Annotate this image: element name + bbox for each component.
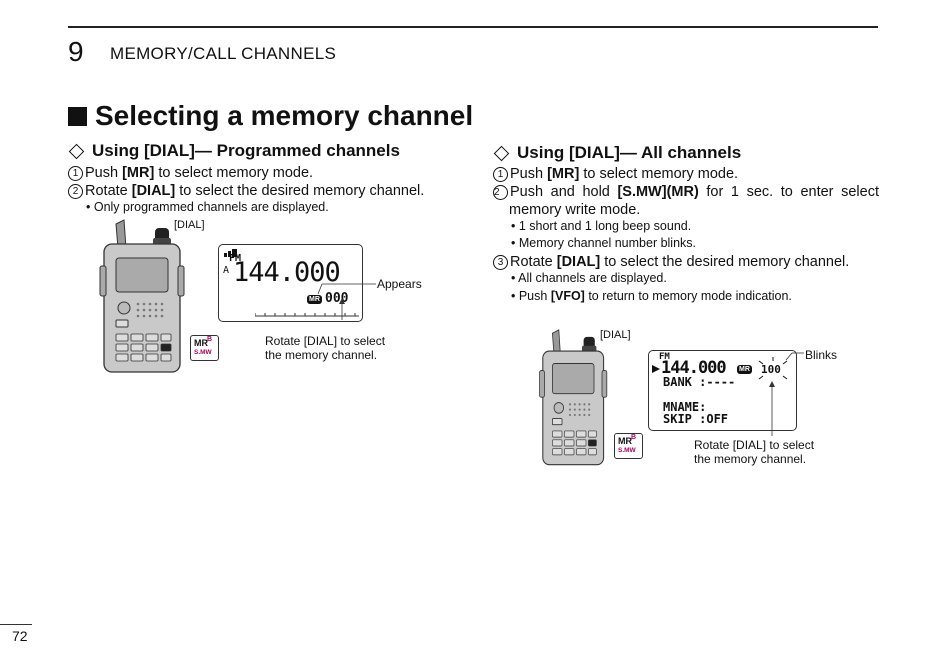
key-text: S.MW — [194, 349, 212, 356]
step-text: Push and hold — [510, 184, 618, 200]
blink-rays-icon — [758, 357, 788, 380]
key-text: MR — [618, 436, 632, 446]
step-text: for 1 sec. to enter select — [698, 184, 879, 200]
step-number: 2 — [493, 185, 508, 200]
lcd-mname-line: MNAME: — [663, 400, 707, 414]
dial-label: [DIAL] — [600, 329, 631, 341]
step-text: Rotate — [510, 254, 557, 270]
lcd-mr-badge: MR — [737, 365, 752, 374]
lcd-bank-line: BANK :---- — [663, 375, 736, 389]
left-leader-lines — [317, 283, 376, 320]
step-text: to select the desired memory channel. — [175, 183, 425, 199]
chapter-title: MEMORY/CALL CHANNELS — [110, 44, 337, 63]
step-text: Push — [510, 166, 548, 182]
section-title: Selecting a memory channel — [68, 100, 473, 132]
key-text: B — [631, 434, 637, 441]
step-number: 3 — [493, 255, 508, 270]
mr-key-icon: MR B S.MW — [614, 433, 643, 459]
radio-illustration — [539, 329, 608, 466]
right-bullet-a2: • Memory channel number blinks. — [511, 236, 697, 250]
step-text: to select the desired memory channel. — [600, 254, 850, 270]
lcd-mode: FM — [659, 352, 670, 362]
mr-key-icon: MR B S.MW — [190, 335, 219, 361]
lcd-mr-badge: MR — [307, 295, 322, 304]
lcd-marker: A — [223, 265, 230, 276]
callout-appears: Appears — [377, 277, 422, 291]
radio-illustration — [99, 219, 185, 373]
footer-rule — [0, 624, 32, 625]
dial-label: [DIAL] — [174, 219, 205, 231]
chapter-number: 9 — [68, 36, 84, 67]
page-number: 72 — [12, 628, 28, 644]
step-number: 1 — [68, 166, 83, 181]
lcd-frequency: 144.000 — [233, 257, 341, 288]
right-leader-lines — [769, 352, 804, 436]
lcd-display: FM A 144.000 MR 000 — [218, 244, 363, 322]
right-step-2-line2: memory write mode. — [509, 202, 641, 218]
key-text: S.MW — [618, 447, 636, 454]
right-bullet-a1: • 1 short and 1 long beep sound. — [511, 219, 692, 233]
key-text: B — [207, 336, 213, 343]
left-subtitle: Using [DIAL]— Programmed channels — [68, 141, 400, 161]
key-label: [DIAL] — [131, 183, 176, 199]
lcd-skip-line: SKIP :OFF — [663, 412, 729, 426]
section-title-text: Selecting a memory channel — [95, 100, 474, 131]
lcd-frequency: 144.000 — [661, 358, 727, 378]
callout-rotate-line2: the memory channel. — [265, 348, 378, 362]
step-number: 2 — [68, 184, 83, 199]
step-number: 1 — [493, 167, 508, 182]
step-text: to select memory mode. — [154, 165, 314, 181]
signal-icon — [224, 249, 237, 257]
key-label: [VFO] — [550, 289, 585, 303]
left-subtitle-text: Using [DIAL]— Programmed channels — [92, 141, 400, 160]
callout-rotate-line1: Rotate [DIAL] to select — [265, 334, 386, 348]
header-rule — [68, 26, 878, 28]
key-label: [MR] — [547, 166, 580, 182]
lcd-mode: FM — [229, 253, 242, 264]
diamond-icon — [68, 143, 85, 159]
callout-rotate-line2: the memory channel. — [694, 452, 807, 466]
diamond-icon — [493, 145, 510, 161]
right-subtitle: Using [DIAL]— All channels — [493, 143, 741, 163]
step-text: to select memory mode. — [579, 166, 739, 182]
right-subtitle-text: Using [DIAL]— All channels — [517, 143, 742, 162]
key-label: [S.MW](MR) — [617, 184, 699, 200]
arrow-right-icon — [652, 365, 660, 373]
key-label: [DIAL] — [556, 254, 601, 270]
key-label: [MR] — [122, 165, 155, 181]
square-bullet-icon — [68, 106, 87, 126]
step-text: Rotate — [85, 183, 132, 199]
lcd-channel: 100 — [761, 363, 781, 376]
callout-rotate-line1: Rotate [DIAL] to select — [694, 438, 815, 452]
right-bullet-b2: • Push [VFO] to return to memory mode in… — [511, 288, 792, 305]
callout-blinks: Blinks — [805, 348, 838, 362]
bullet-text: to return to memory mode indication. — [584, 289, 792, 303]
left-bullet: • Only programmed channels are displayed… — [86, 200, 329, 214]
right-bullet-b1: • All channels are displayed. — [511, 271, 667, 285]
bullet-text: • Push — [511, 289, 551, 303]
key-text: MR — [194, 338, 208, 348]
step-text: Push — [85, 165, 123, 181]
